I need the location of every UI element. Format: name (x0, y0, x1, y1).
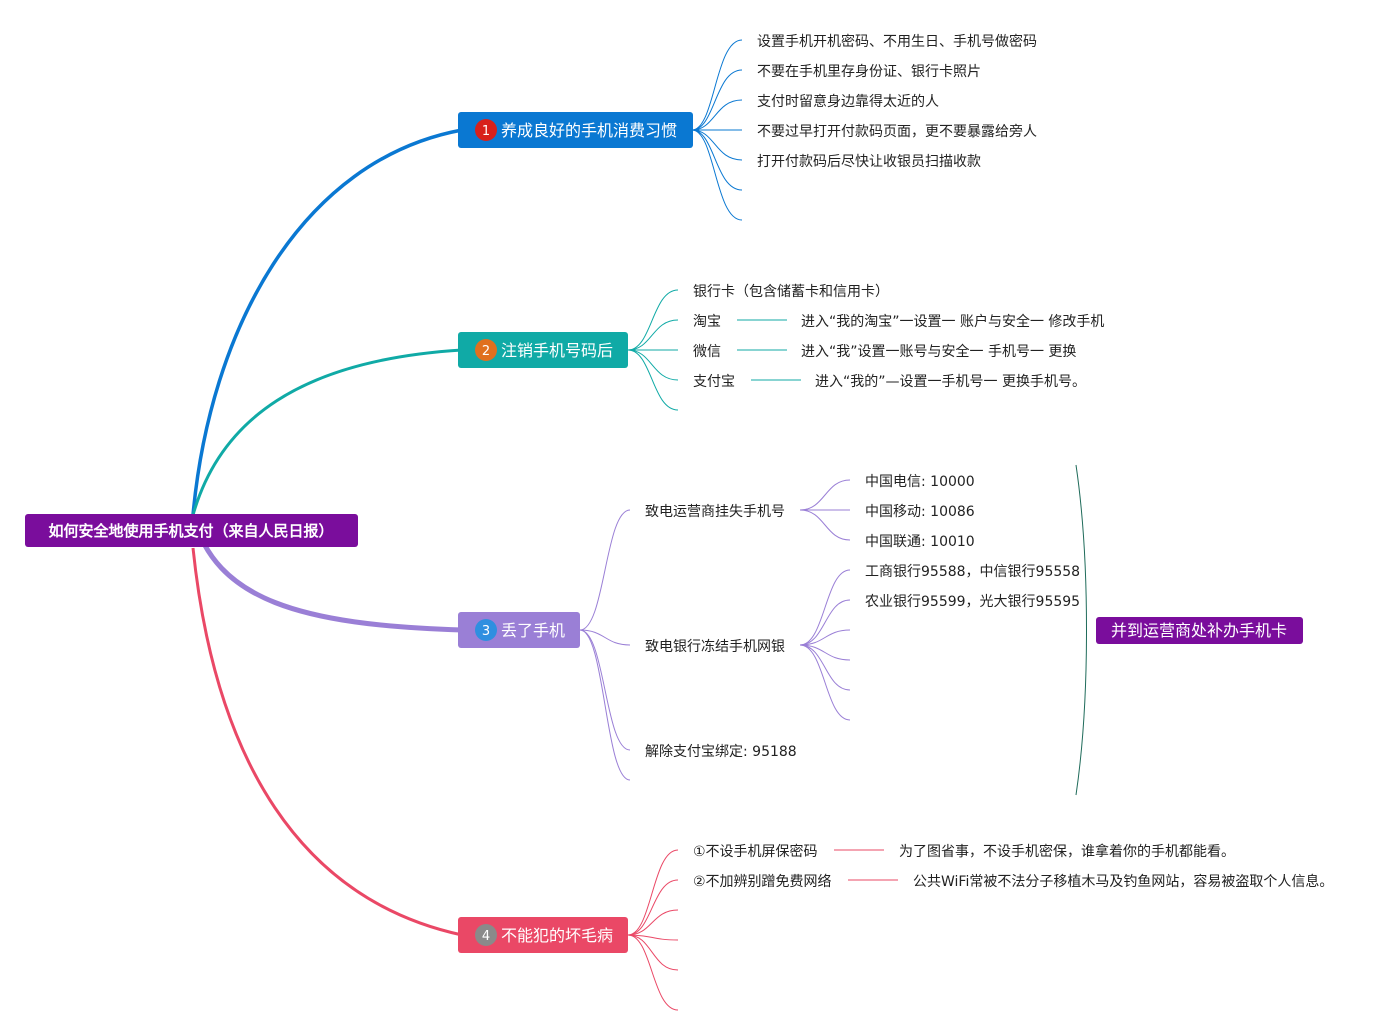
branch-1-fan-line (691, 39, 743, 131)
branch-4-title: 不能犯的坏毛病 (501, 926, 613, 945)
branch-3-node[interactable]: 3 丢了手机 (458, 612, 580, 648)
branch-1-title: 养成良好的手机消费习惯 (501, 121, 677, 140)
branch-1-leaf: 不要在手机里存身份证、银行卡照片 (757, 64, 981, 80)
branch-3-fan-line (579, 629, 631, 751)
branch-2-leaf: 支付宝 (693, 374, 735, 390)
branch-2-fan-line (627, 349, 679, 411)
branch-4-leaf: ②不加辨别蹭免费网络 (693, 874, 832, 890)
root-box (25, 514, 358, 547)
branch-4-box (458, 917, 628, 953)
group-2-item: 农业银行95599，光大银行95595 (865, 594, 1080, 610)
branch-4-leaf: ①不设手机屏保密码 (693, 843, 818, 860)
branch-4-node[interactable]: 4 不能犯的坏毛病 (458, 917, 628, 953)
group-2-item: 工商银行95588，中信银行95558 (865, 564, 1080, 580)
root-node[interactable]: 如何安全地使用手机支付（来自人民日报） (25, 514, 358, 547)
branch-2-leaf-detail: 进入“我的”—设置一手机号一 更换手机号。 (815, 373, 1086, 390)
branch-3-fan-line (579, 629, 631, 781)
branch-2-badge-number: 2 (482, 344, 490, 359)
branch-4-fan-line (627, 879, 679, 936)
branch-3-fan-line (579, 509, 631, 631)
branch-4-fan-line (627, 934, 679, 971)
branch-2-fan (627, 289, 801, 411)
branch-2-fan-line (627, 319, 679, 351)
branch-4-fan-line (627, 849, 679, 936)
branch-1-fan-line (691, 129, 743, 221)
group-1-item: 中国移动: 10086 (865, 504, 975, 520)
root-title: 如何安全地使用手机支付（来自人民日报） (48, 522, 333, 540)
branch-3-group-label: 致电运营商挂失手机号 (645, 504, 785, 520)
branch-1-fan-line (691, 99, 743, 131)
branch-1-leaf: 支付时留意身边靠得太近的人 (757, 93, 939, 110)
branch-1-fan-line (691, 69, 743, 131)
branch-1-box (458, 112, 693, 148)
branch-4-badge-icon (475, 924, 497, 946)
branch-2-fan-line (627, 349, 679, 381)
branch-2-leaf: 淘宝 (693, 314, 721, 330)
group-1-fan-line (799, 479, 851, 511)
group-2-fan-line (799, 629, 851, 646)
branch-4-fan-line (627, 909, 679, 936)
branch-1-leaf: 设置手机开机密码、不用生日、手机号做密码 (757, 33, 1037, 50)
connector-root-branch-4 (191, 547, 463, 937)
branch-1-badge-number: 1 (482, 124, 490, 139)
summary-node[interactable]: 并到运营商处补办手机卡 (1096, 617, 1303, 644)
branch-4-leaf-detail: 为了图省事，不设手机密保，谁拿着你的手机都能看。 (899, 843, 1235, 860)
branch-4-fan-line (627, 934, 679, 1011)
branch-2-leaf-detail: 进入“我”设置一账号与安全一 手机号一 更换 (801, 343, 1076, 360)
group-2-fan-line (799, 644, 851, 661)
group-1-item: 中国电信: 10000 (865, 474, 975, 490)
branch-1-node[interactable]: 1 养成良好的手机消费习惯 (458, 112, 693, 148)
group-1-item: 中国联通: 10010 (865, 534, 975, 550)
branch-2-box (458, 332, 628, 368)
branch-3-group-label: 解除支付宝绑定: 95188 (645, 744, 797, 760)
branch-2-leaf: 微信 (693, 344, 721, 360)
group-1-fan-line (799, 509, 851, 541)
branch-4-badge-number: 4 (482, 929, 490, 944)
branch-2-leaf: 银行卡（包含储蓄卡和信用卡） (693, 284, 889, 300)
branch-3-badge-number: 3 (482, 624, 490, 639)
branch-1-leaf: 打开付款码后尽快让收银员扫描收款 (757, 153, 981, 170)
branch-1-fan-line (691, 129, 743, 191)
branch-2-title: 注销手机号码后 (501, 341, 613, 360)
branch-1-leaf: 不要过早打开付款码页面，更不要暴露给旁人 (757, 123, 1037, 140)
branch-3-title: 丢了手机 (501, 621, 565, 640)
branch-3-group-label: 致电银行冻结手机网银 (645, 638, 785, 655)
branch-4-fan (627, 849, 898, 1011)
branch-1-fan (691, 39, 743, 221)
branch-4-leaf-detail: 公共WiFi常被不法分子移植木马及钓鱼网站，容易被盗取个人信息。 (913, 873, 1333, 890)
branch-2-badge-icon (475, 339, 497, 361)
branch-3-badge-icon (475, 619, 497, 641)
branch-3-fan (579, 479, 851, 781)
branch-1-fan-line (691, 129, 743, 161)
group-2-fan-line (799, 644, 851, 721)
branch-2-leaf-detail: 进入“我的淘宝”一设置一 账户与安全一 修改手机 (801, 313, 1104, 330)
group-2-fan-line (799, 644, 851, 691)
group-2-fan-line (799, 599, 851, 646)
branch-3-fan-line (579, 629, 631, 646)
group-2-fan-line (799, 569, 851, 646)
connector-root-branch-1 (191, 128, 463, 516)
branch-2-fan-line (627, 289, 679, 351)
branch-2-node[interactable]: 2 注销手机号码后 (458, 332, 628, 368)
summary-label: 并到运营商处补办手机卡 (1111, 621, 1287, 640)
summary-bracket (1075, 464, 1087, 796)
branch-1-badge-icon (475, 119, 497, 141)
connector-root-branch-2 (191, 348, 463, 516)
summary-box (1096, 617, 1303, 644)
